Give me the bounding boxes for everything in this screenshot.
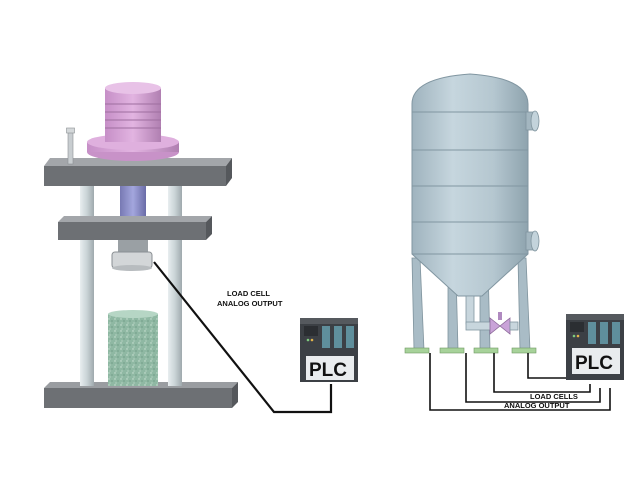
tank-nozzle-lower	[525, 230, 540, 252]
load-cells-label-line2: ANALOG OUTPUT	[504, 401, 570, 410]
plc-label-left: PLC	[309, 360, 347, 381]
hydraulic-press	[44, 82, 238, 408]
press-actuator	[87, 82, 179, 161]
press-column-left	[80, 182, 94, 386]
wire-load-cell-to-plc-left	[153, 261, 333, 414]
press-top-plate	[44, 158, 232, 186]
press-side-rod	[66, 127, 75, 165]
plc-unit-left: PLC	[300, 318, 358, 382]
load-cell-pad-4	[511, 347, 537, 354]
storage-tank	[404, 73, 540, 354]
load-cell-pad-2	[439, 347, 465, 354]
plc-unit-right: PLC	[566, 314, 624, 380]
wires-load-cells-to-plc-right	[429, 353, 611, 411]
load-cell-label-left-line2: ANALOG OUTPUT	[217, 299, 283, 308]
plc-label-right: PLC	[575, 353, 613, 374]
load-cell-pad-3	[473, 347, 499, 354]
press-middle-plate	[58, 216, 212, 240]
tank-valve	[489, 312, 519, 335]
load-cell-pad-1	[404, 347, 430, 354]
load-cell-label-left-line1: LOAD CELL	[227, 289, 270, 298]
load-cell-press	[111, 240, 153, 271]
test-specimen	[108, 310, 158, 386]
tank-nozzle-upper	[525, 110, 540, 132]
load-cells-label-line1: LOAD CELLS	[530, 392, 578, 401]
